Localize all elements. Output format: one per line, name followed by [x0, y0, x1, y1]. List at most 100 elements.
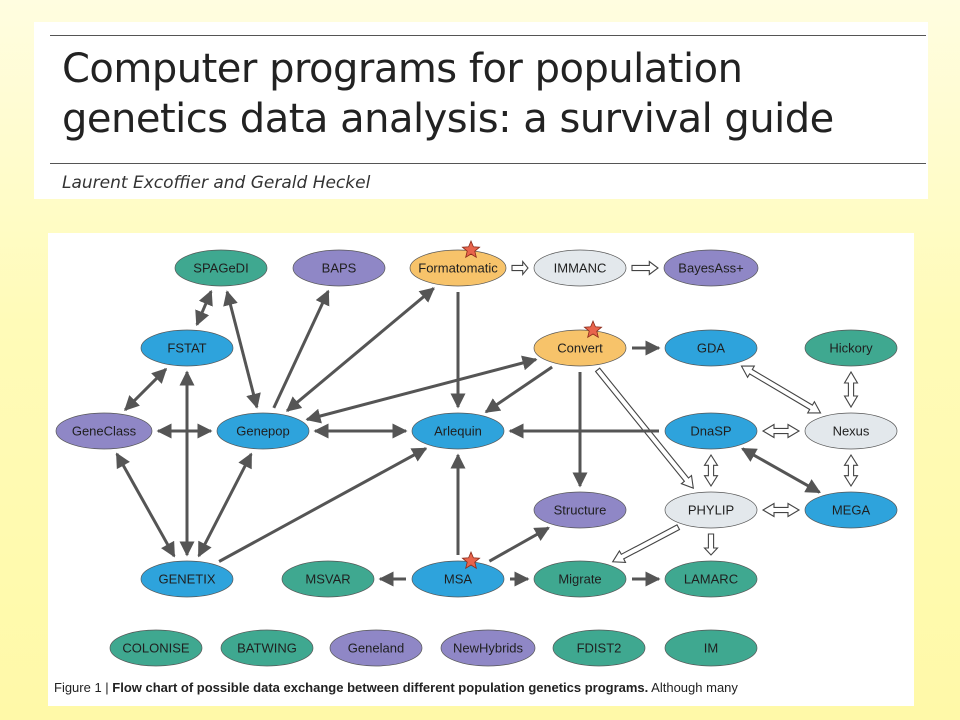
node-ellipse-genepop	[216, 412, 310, 450]
node-ellipse-fstat	[140, 329, 234, 367]
node-ellipse-gda	[664, 329, 758, 367]
node-baps: BAPS	[292, 249, 386, 287]
caption-bold-text: Flow chart of possible data exchange bet…	[112, 680, 649, 695]
node-ellipse-newhybrids	[440, 629, 536, 667]
edge-nexus-mega	[843, 453, 859, 488]
node-immanc: IMMANC	[533, 249, 627, 287]
node-mega: MEGA	[804, 491, 898, 529]
node-label-fstat: FSTAT	[167, 341, 206, 356]
node-ellipse-dnasp	[664, 412, 758, 450]
edge-dnasp-mega	[741, 447, 821, 494]
node-label-dnasp: DnaSP	[690, 424, 731, 439]
title-panel: Computer programs for population genetic…	[34, 22, 928, 199]
node-label-migrate: Migrate	[558, 572, 601, 587]
node-ellipse-phylip	[664, 491, 758, 529]
caption-label: Figure 1 |	[54, 680, 113, 695]
node-phylip: PHYLIP	[664, 491, 758, 529]
node-label-convert: Convert	[557, 341, 603, 356]
edge-dnasp-nexus	[761, 423, 801, 439]
node-label-baps: BAPS	[322, 261, 357, 276]
edge-phylip-lamarc	[703, 533, 719, 556]
node-label-genetix: GENETIX	[158, 572, 215, 587]
edge-phylip-migrate	[611, 524, 681, 563]
node-ellipse-migrate	[533, 560, 627, 598]
node-ellipse-convert	[533, 329, 627, 367]
node-label-arlequin: Arlequin	[434, 424, 482, 439]
edges	[115, 259, 859, 587]
node-fdist2: FDIST2	[552, 629, 646, 667]
node-label-mega: MEGA	[832, 503, 871, 518]
nodes: SPAGeDI BAPS Formatomatic IMMANC BayesAss+ FS…	[55, 239, 898, 667]
authors: Laurent Excoffier and Gerald Heckel	[62, 173, 371, 193]
flow-chart: SPAGeDI BAPS Formatomatic IMMANC BayesAss+ FS…	[55, 239, 898, 667]
node-label-hickory: Hickory	[829, 341, 873, 356]
node-bayesass: BayesAss+	[663, 249, 759, 287]
edge-geneclass-genetix	[115, 452, 176, 558]
node-genepop: Genepop	[216, 412, 310, 450]
star-icon	[461, 239, 481, 259]
edge-dnasp-phylip	[703, 453, 719, 488]
figure-panel: SPAGeDI BAPS Formatomatic IMMANC BayesAss+ FS…	[48, 233, 914, 706]
node-formatomatic: Formatomatic	[409, 239, 507, 287]
star-icon	[583, 319, 603, 339]
node-newhybrids: NewHybrids	[440, 629, 536, 667]
edge-formatomatic-immanc	[511, 259, 529, 277]
node-ellipse-msa	[411, 560, 505, 598]
node-label-fdist2: FDIST2	[577, 641, 622, 656]
node-msvar: MSVAR	[281, 560, 375, 598]
edge-convert-arlequin	[484, 365, 553, 414]
node-structure: Structure	[533, 491, 627, 529]
node-im: IM	[664, 629, 758, 667]
node-ellipse-im	[664, 629, 758, 667]
node-label-colonise: COLONISE	[122, 641, 190, 656]
node-ellipse-mega	[804, 491, 898, 529]
title-bottom-rule	[50, 163, 926, 164]
paper-title-line-2: genetics data analysis: a survival guide	[62, 96, 834, 142]
node-label-msvar: MSVAR	[305, 572, 350, 587]
node-batwing: BATWING	[220, 629, 314, 667]
node-ellipse-arlequin	[411, 412, 505, 450]
edge-genetix-arlequin	[218, 447, 428, 563]
node-label-bayesass: BayesAss+	[678, 261, 743, 276]
paper-title: Computer programs for population genetic…	[62, 44, 922, 144]
node-label-batwing: BATWING	[237, 641, 297, 656]
node-ellipse-formatomatic	[409, 249, 507, 287]
node-label-geneclass: GeneClass	[72, 424, 137, 439]
node-label-im: IM	[704, 641, 718, 656]
edge-fstat-spagedi	[195, 289, 213, 327]
node-migrate: Migrate	[533, 560, 627, 598]
node-label-formatomatic: Formatomatic	[418, 261, 498, 276]
node-label-newhybrids: NewHybrids	[453, 641, 524, 656]
node-ellipse-hickory	[804, 329, 898, 367]
edge-hickory-nexus	[843, 370, 859, 409]
node-msa: MSA	[411, 550, 505, 598]
node-geneclass: GeneClass	[55, 412, 153, 450]
node-ellipse-fdist2	[552, 629, 646, 667]
node-ellipse-structure	[533, 491, 627, 529]
node-ellipse-baps	[292, 249, 386, 287]
node-label-phylip: PHYLIP	[688, 503, 734, 518]
node-dnasp: DnaSP	[664, 412, 758, 450]
star-icon	[461, 550, 481, 570]
node-ellipse-batwing	[220, 629, 314, 667]
edge-immanc-bayesass	[631, 260, 659, 276]
node-gda: GDA	[664, 329, 758, 367]
edge-genepop-spagedi	[223, 290, 261, 409]
node-geneland: Geneland	[329, 629, 423, 667]
node-convert: Convert	[533, 319, 627, 367]
title-top-rule	[50, 35, 926, 36]
node-spagedi: SPAGeDI	[174, 249, 268, 287]
node-ellipse-immanc	[533, 249, 627, 287]
edge-convert-phylip	[594, 367, 694, 490]
node-ellipse-lamarc	[664, 560, 758, 598]
node-label-structure: Structure	[554, 503, 607, 518]
node-hickory: Hickory	[804, 329, 898, 367]
edge-genepop-baps	[272, 289, 330, 409]
node-label-lamarc: LAMARC	[684, 572, 738, 587]
node-ellipse-genetix	[140, 560, 234, 598]
node-label-geneland: Geneland	[348, 641, 404, 656]
node-genetix: GENETIX	[140, 560, 234, 598]
caption-rest: Although many	[648, 680, 738, 695]
edge-genepop-genetix	[197, 452, 253, 558]
node-ellipse-bayesass	[663, 249, 759, 287]
